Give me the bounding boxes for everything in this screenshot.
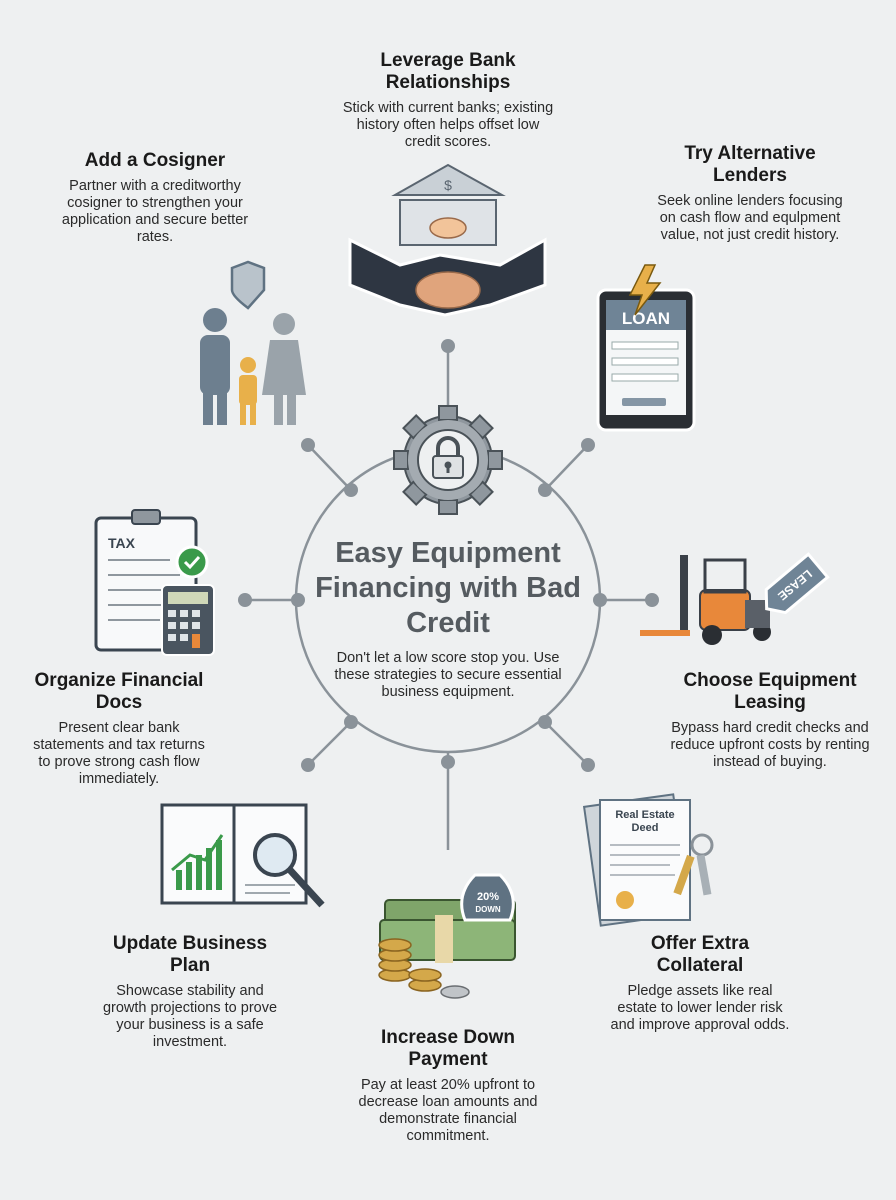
strategy-text: Seek online lenders focusing on cash flo…: [657, 193, 843, 243]
node-dot: [581, 438, 595, 452]
strategy-title: Try Alternative Lenders: [684, 143, 816, 186]
page-title: Easy Equipment Financing with Bad Credit: [315, 537, 581, 639]
strategy-text: Pledge assets like real estate to lower …: [610, 983, 790, 1033]
money-bag-icon: 20% DOWN: [378, 873, 516, 999]
strategy-extra-collateral: Offer Extra Collateral Pledge assets lik…: [610, 933, 790, 1034]
deed-label-1: Real Estate: [615, 809, 674, 821]
node-dot: [238, 593, 252, 607]
node-dot: [581, 758, 595, 772]
strategy-business-plan: Update Business Plan Showcase stability …: [100, 933, 280, 1051]
node-dot: [344, 483, 358, 497]
connector-bottom-left: [307, 721, 352, 766]
deed-label-2: Deed: [632, 822, 659, 834]
node-dot: [344, 715, 358, 729]
strategy-leverage-bank: Leverage Bank Relationships Stick with c…: [340, 50, 556, 151]
strategy-title: Update Business Plan: [112, 933, 268, 976]
strategy-text: Present clear bank statements and tax re…: [33, 720, 205, 787]
loan-label: LOAN: [622, 309, 670, 328]
strategy-text: Showcase stability and growth projection…: [102, 983, 278, 1050]
node-dot: [291, 593, 305, 607]
strategy-title: Organize Financial Docs: [34, 670, 204, 713]
node-dot: [301, 438, 315, 452]
forklift-lease-icon: LEASE: [640, 552, 830, 645]
strategy-down-payment: Increase Down Payment Pay at least 20% u…: [340, 1027, 556, 1145]
node-dot: [441, 755, 455, 769]
strategy-text: Stick with current banks; existing histo…: [342, 100, 554, 150]
connector-top-left: [307, 444, 352, 491]
deed-keys-icon: Real Estate Deed: [582, 793, 714, 927]
svg-text:$: $: [444, 177, 452, 193]
tax-clipboard-icon: TAX: [94, 509, 215, 656]
down-label: 20%: [477, 891, 499, 903]
page-subtitle: Don't let a low score stop you. Use thes…: [334, 650, 562, 700]
node-dot: [538, 715, 552, 729]
strategy-title: Increase Down Payment: [380, 1027, 516, 1070]
tablet-loan-icon: LOAN: [596, 264, 696, 432]
down-label-2: DOWN: [475, 905, 501, 914]
strategy-title: Leverage Bank Relationships: [380, 50, 516, 93]
node-dot: [441, 339, 455, 353]
strategy-alternative-lenders: Try Alternative Lenders Seek online lend…: [650, 143, 850, 244]
plan-magnifier-icon: [160, 803, 325, 908]
connector-top-right: [544, 444, 589, 491]
connector-bottom-right: [544, 721, 589, 766]
strategy-title: Offer Extra Collateral: [650, 933, 750, 976]
strategy-financial-docs: Organize Financial Docs Present clear ba…: [30, 670, 208, 788]
strategy-text: Bypass hard credit checks and reduce upf…: [670, 720, 870, 770]
strategy-text: Partner with a creditworthy cosigner to …: [61, 178, 249, 245]
node-dot: [301, 758, 315, 772]
strategy-text: Pay at least 20% upfront to decrease loa…: [358, 1077, 538, 1144]
strategy-cosigner: Add a Cosigner Partner with a creditwort…: [50, 150, 260, 246]
tax-label: TAX: [108, 535, 136, 551]
strategy-equipment-leasing: Choose Equipment Leasing Bypass hard cre…: [670, 670, 870, 771]
strategy-title: Choose Equipment Leasing: [683, 670, 857, 713]
node-dot: [593, 593, 607, 607]
gear-lock-icon: [393, 405, 503, 515]
node-dot: [538, 483, 552, 497]
bank-handshake-icon: $: [348, 163, 547, 317]
family-shield-icon: [200, 260, 306, 425]
strategy-title: Add a Cosigner: [84, 150, 226, 171]
node-dot: [645, 593, 659, 607]
